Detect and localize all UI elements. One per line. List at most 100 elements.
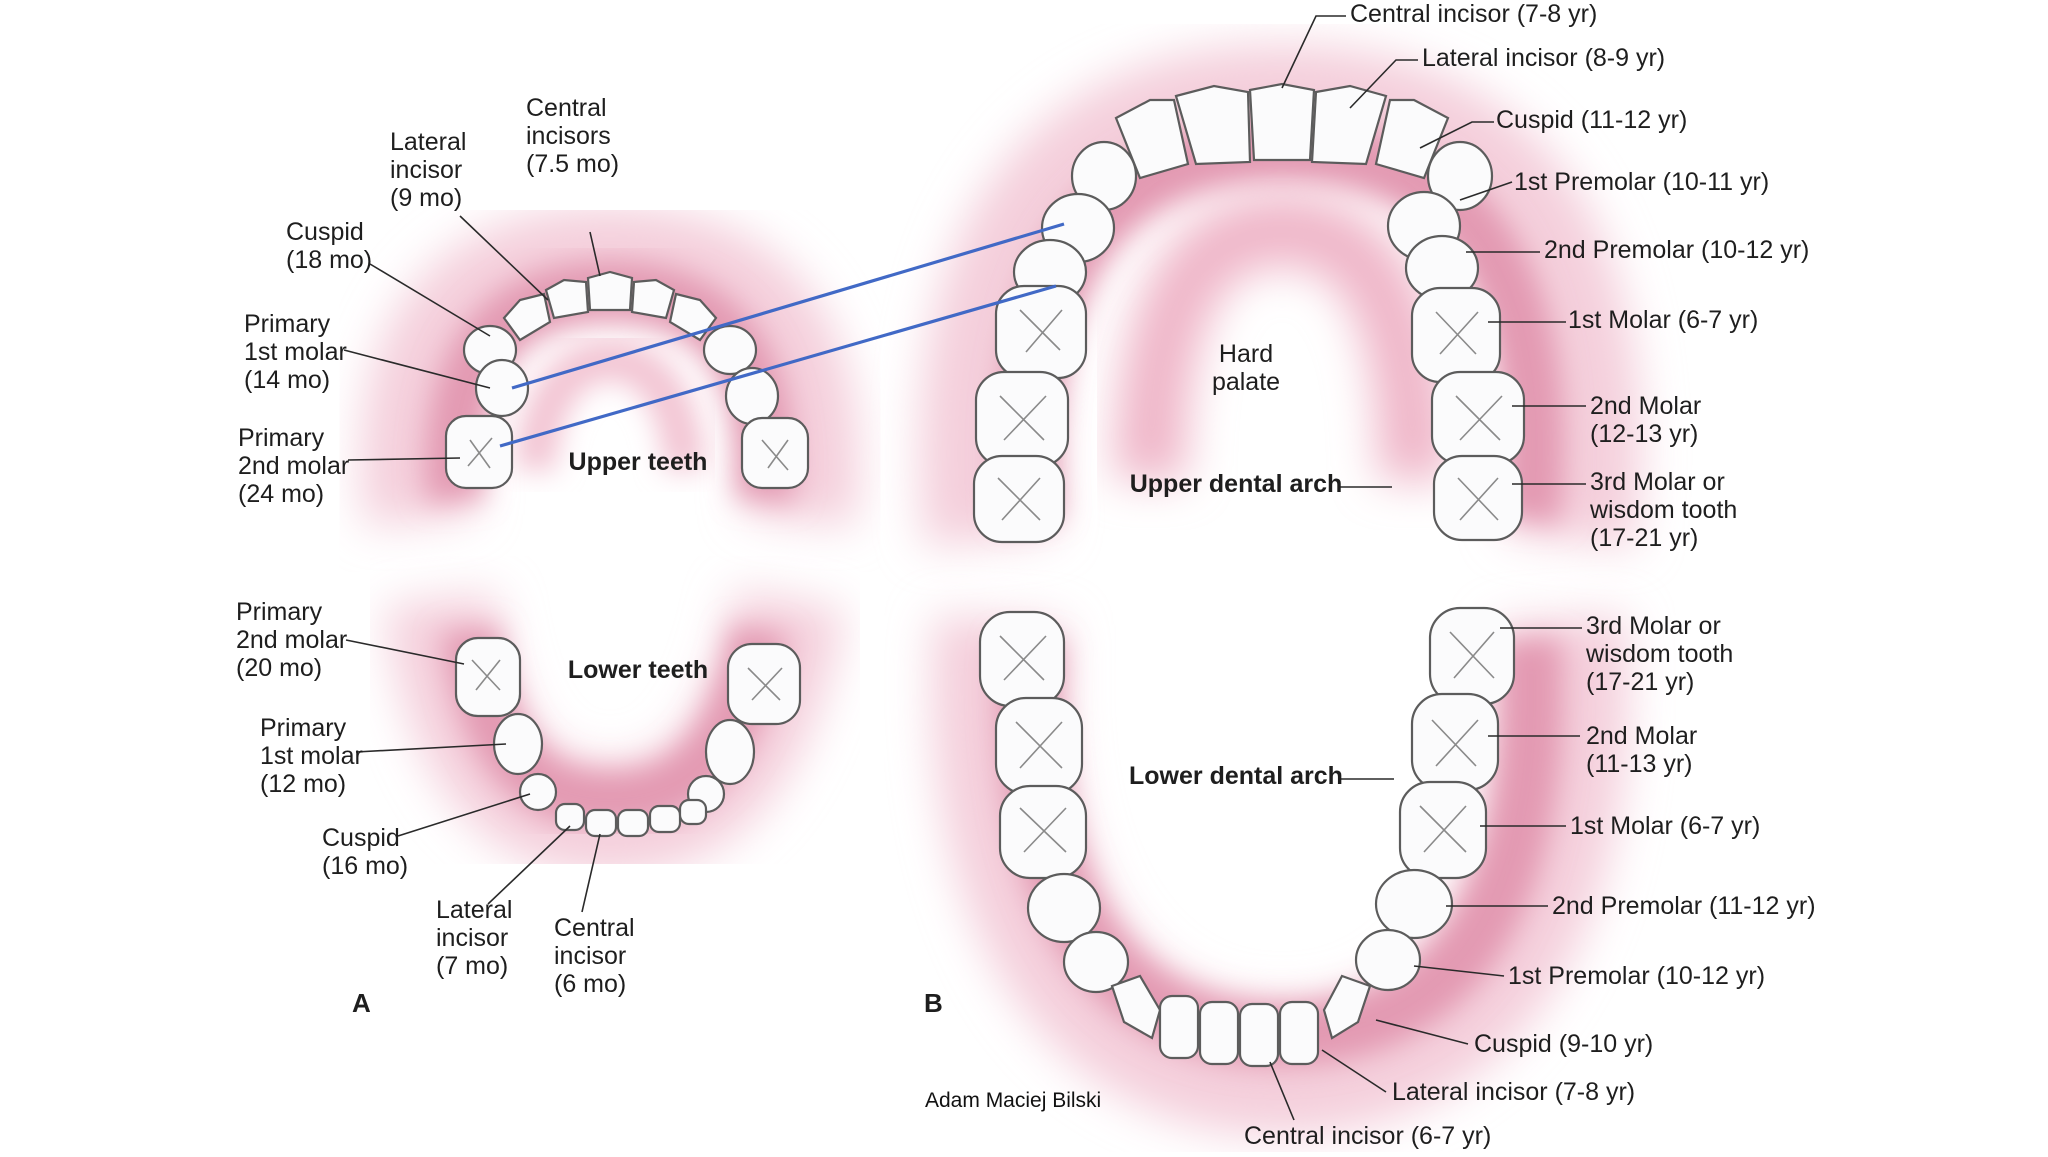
label-primary-lower-central-incisor-line: Central [554,914,635,942]
label-upper-2nd-premolar-line: 2nd Premolar (10-12 yr) [1544,236,1809,264]
primary-upper-tooth [630,278,676,320]
primary-lower-tooth [704,718,756,786]
label-lower-1st-premolar-line: 1st Premolar (10-12 yr) [1508,962,1765,990]
label-primary-upper-2nd-molar-line: 2nd molar [238,452,349,480]
leader-line [369,263,491,337]
permanent-lower-tooth [1026,872,1102,944]
primary-upper-tooth [502,292,552,342]
label-hard-palate-line: palate [1212,368,1280,396]
primary-upper-tooth [740,416,810,490]
primary-lower-tooth [554,802,586,832]
permanent-lower-tooth [1322,974,1372,1040]
primary-upper-teeth [444,270,810,490]
primary-upper-tooth [474,358,530,418]
primary-upper-title: Upper teeth [569,448,708,476]
leader-line [1459,181,1513,201]
leader-line [581,833,601,913]
permanent-lower-teeth [978,606,1516,1068]
label-primary-central-incisors-line: incisors [526,122,611,150]
permanent-upper-palate-shade [1115,194,1449,481]
label-primary-upper-1st-molar-line: 1st molar [244,338,347,366]
permanent-lower-tooth [1110,974,1162,1040]
permanent-lower-tooth [1158,994,1200,1060]
label-lower-cuspid-line: Cuspid (9-10 yr) [1474,1030,1653,1058]
label-primary-lower-1st-molar-line: (12 mo) [260,770,346,798]
primary-lower-teeth [454,636,802,838]
permanent-upper-molar-grooves [997,309,1503,521]
label-lower-2nd-premolar: 2nd Premolar (11-12 yr) [1552,892,1816,920]
label-lower-lateral-incisor: Lateral incisor (7-8 yr) [1392,1078,1635,1106]
primary-upper-tooth [586,270,634,312]
primary-lower-molar-grooves [471,659,783,701]
primary-upper-tooth [544,278,590,320]
leader-line [397,793,531,837]
label-primary-lower-cuspid: Cuspid(16 mo) [322,824,408,880]
primary-lower-tooth [584,808,618,838]
author-credit: Adam Maciej Bilski [925,1089,1101,1112]
permanent-lower-tooth [1410,692,1500,792]
label-upper-2nd-molar-line: (12-13 yr) [1590,420,1698,448]
permanent-lower-tooth [1278,1000,1320,1066]
label-upper-cuspid: Cuspid (11-12 yr) [1496,106,1687,134]
label-primary-lower-2nd-molar-line: (20 mo) [236,654,322,682]
label-lower-3rd-molar-line: (17-21 yr) [1586,668,1694,696]
label-primary-lateral-incisor-line: incisor [390,156,462,184]
label-lower-central-incisor: Central incisor (6-7 yr) [1244,1122,1491,1150]
leader-line [589,231,601,277]
label-primary-lower-2nd-molar-line: 2nd molar [236,626,347,654]
permanent-upper-tooth [1374,98,1450,180]
primary-upper-tooth [724,366,780,426]
primary-upper-tooth [702,324,758,376]
permanent-upper-tooth [1410,286,1502,384]
label-primary-lower-lateral-incisor-line: incisor [436,924,508,952]
permanent-lower-tooth [1354,928,1422,992]
primary-lower-leaders [345,639,601,913]
label-primary-lower-central-incisor-line: incisor [554,942,626,970]
label-lower-1st-molar-line: 1st Molar (6-7 yr) [1570,812,1760,840]
leader-line [343,349,491,389]
leader-line [1419,121,1494,149]
label-lower-3rd-molar-line: 3rd Molar or [1586,612,1721,640]
permanent-upper-teeth [972,82,1526,544]
leader-line [347,457,461,461]
label-lower-2nd-molar-line: (11-13 yr) [1586,750,1693,778]
permanent-upper-tooth [1174,84,1252,166]
label-primary-upper-2nd-molar-line: (24 mo) [238,480,324,508]
label-upper-cuspid-line: Cuspid (11-12 yr) [1496,106,1687,134]
label-upper-3rd-molar-line: 3rd Molar or [1590,468,1725,496]
primary-lower-tooth [518,772,558,812]
label-primary-central-incisors-line: Central [526,94,607,122]
label-lower-3rd-molar-line: wisdom tooth [1585,640,1733,668]
permanent-upper-tooth [1248,82,1316,162]
label-primary-lateral-incisor-line: (9 mo) [390,184,462,212]
label-lower-2nd-premolar-line: 2nd Premolar (11-12 yr) [1552,892,1816,920]
label-upper-1st-molar: 1st Molar (6-7 yr) [1568,306,1758,334]
permanent-lower-tooth [1374,868,1454,940]
label-lower-cuspid: Cuspid (9-10 yr) [1474,1030,1653,1058]
label-upper-2nd-molar: 2nd Molar(12-13 yr) [1590,392,1701,448]
permanent-lower-molar-grooves [999,631,1495,853]
label-lower-lateral-incisor-line: Lateral incisor (7-8 yr) [1392,1078,1635,1106]
upper-dental-arch-title: Upper dental arch [1130,470,1343,498]
primary-lower-tooth [616,808,650,838]
label-upper-1st-premolar-line: 1st Premolar (10-11 yr) [1514,168,1769,196]
label-primary-upper-1st-molar-line: Primary [244,310,331,338]
permanent-upper-tooth [1310,84,1388,166]
leader-line [459,215,549,301]
label-upper-central-incisor: Central incisor (7-8 yr) [1350,0,1597,28]
label-lower-central-incisor-line: Central incisor (6-7 yr) [1244,1122,1491,1150]
label-primary-lower-1st-molar-line: Primary [260,714,347,742]
primary-lower-title: Lower teeth [568,656,708,684]
label-primary-lower-cuspid-line: (16 mo) [322,852,408,880]
label-upper-central-incisor-line: Central incisor (7-8 yr) [1350,0,1597,28]
